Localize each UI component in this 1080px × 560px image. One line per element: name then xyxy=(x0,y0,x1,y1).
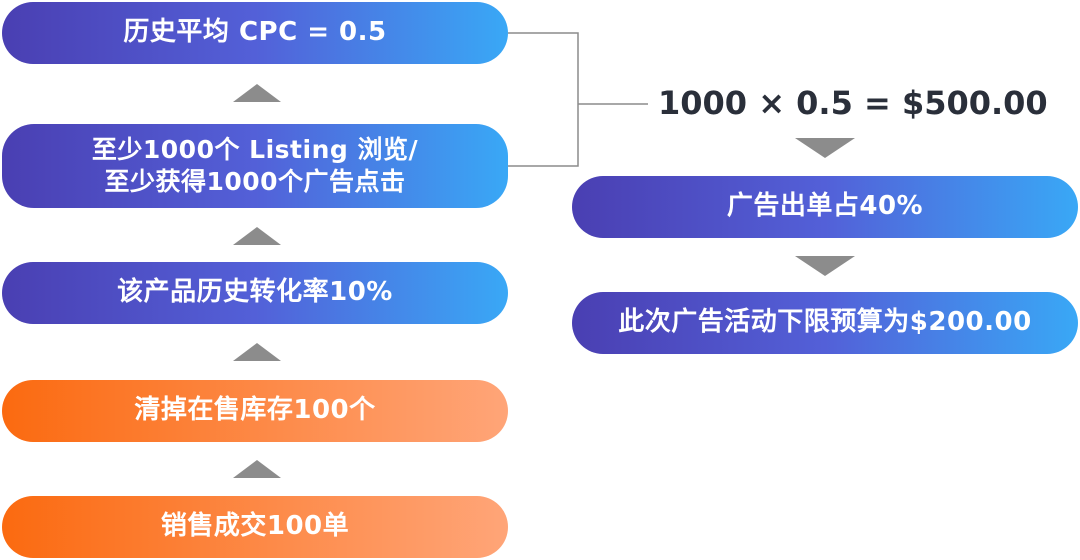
listing-views-box: 至少1000个 Listing 浏览/ 至少获得1000个广告点击 xyxy=(2,124,508,208)
historical-cpc-text: 历史平均 CPC = 0.5 xyxy=(123,17,387,48)
sales-orders-text: 销售成交100单 xyxy=(160,511,350,542)
arrow-up-icon xyxy=(233,460,281,478)
arrow-up-icon xyxy=(233,227,281,245)
conversion-rate-box: 该产品历史转化率10% xyxy=(2,262,508,324)
clear-inventory-text: 清掉在售库存100个 xyxy=(134,395,376,426)
conversion-rate-text: 该产品历史转化率10% xyxy=(117,277,393,308)
arrow-down-icon xyxy=(795,256,855,276)
minimum-budget-box: 此次广告活动下限预算为$200.00 xyxy=(572,292,1078,354)
listing-views-line2: 至少获得1000个广告点击 xyxy=(104,167,406,196)
arrow-up-icon xyxy=(233,84,281,102)
sales-orders-box: 销售成交100单 xyxy=(2,496,508,558)
arrow-down-icon xyxy=(795,138,855,158)
listing-views-line1: 至少1000个 Listing 浏览/ xyxy=(91,134,419,164)
budget-formula: 1000 × 0.5 = $500.00 xyxy=(658,84,1048,122)
arrow-up-icon xyxy=(233,343,281,361)
historical-cpc-box: 历史平均 CPC = 0.5 xyxy=(2,2,508,64)
ad-order-share-text: 广告出单占40% xyxy=(726,191,924,222)
ad-order-share-box: 广告出单占40% xyxy=(572,176,1078,238)
clear-inventory-box: 清掉在售库存100个 xyxy=(2,380,508,442)
minimum-budget-text: 此次广告活动下限预算为$200.00 xyxy=(618,307,1032,338)
budget-formula-text: 1000 × 0.5 = $500.00 xyxy=(658,84,1048,122)
